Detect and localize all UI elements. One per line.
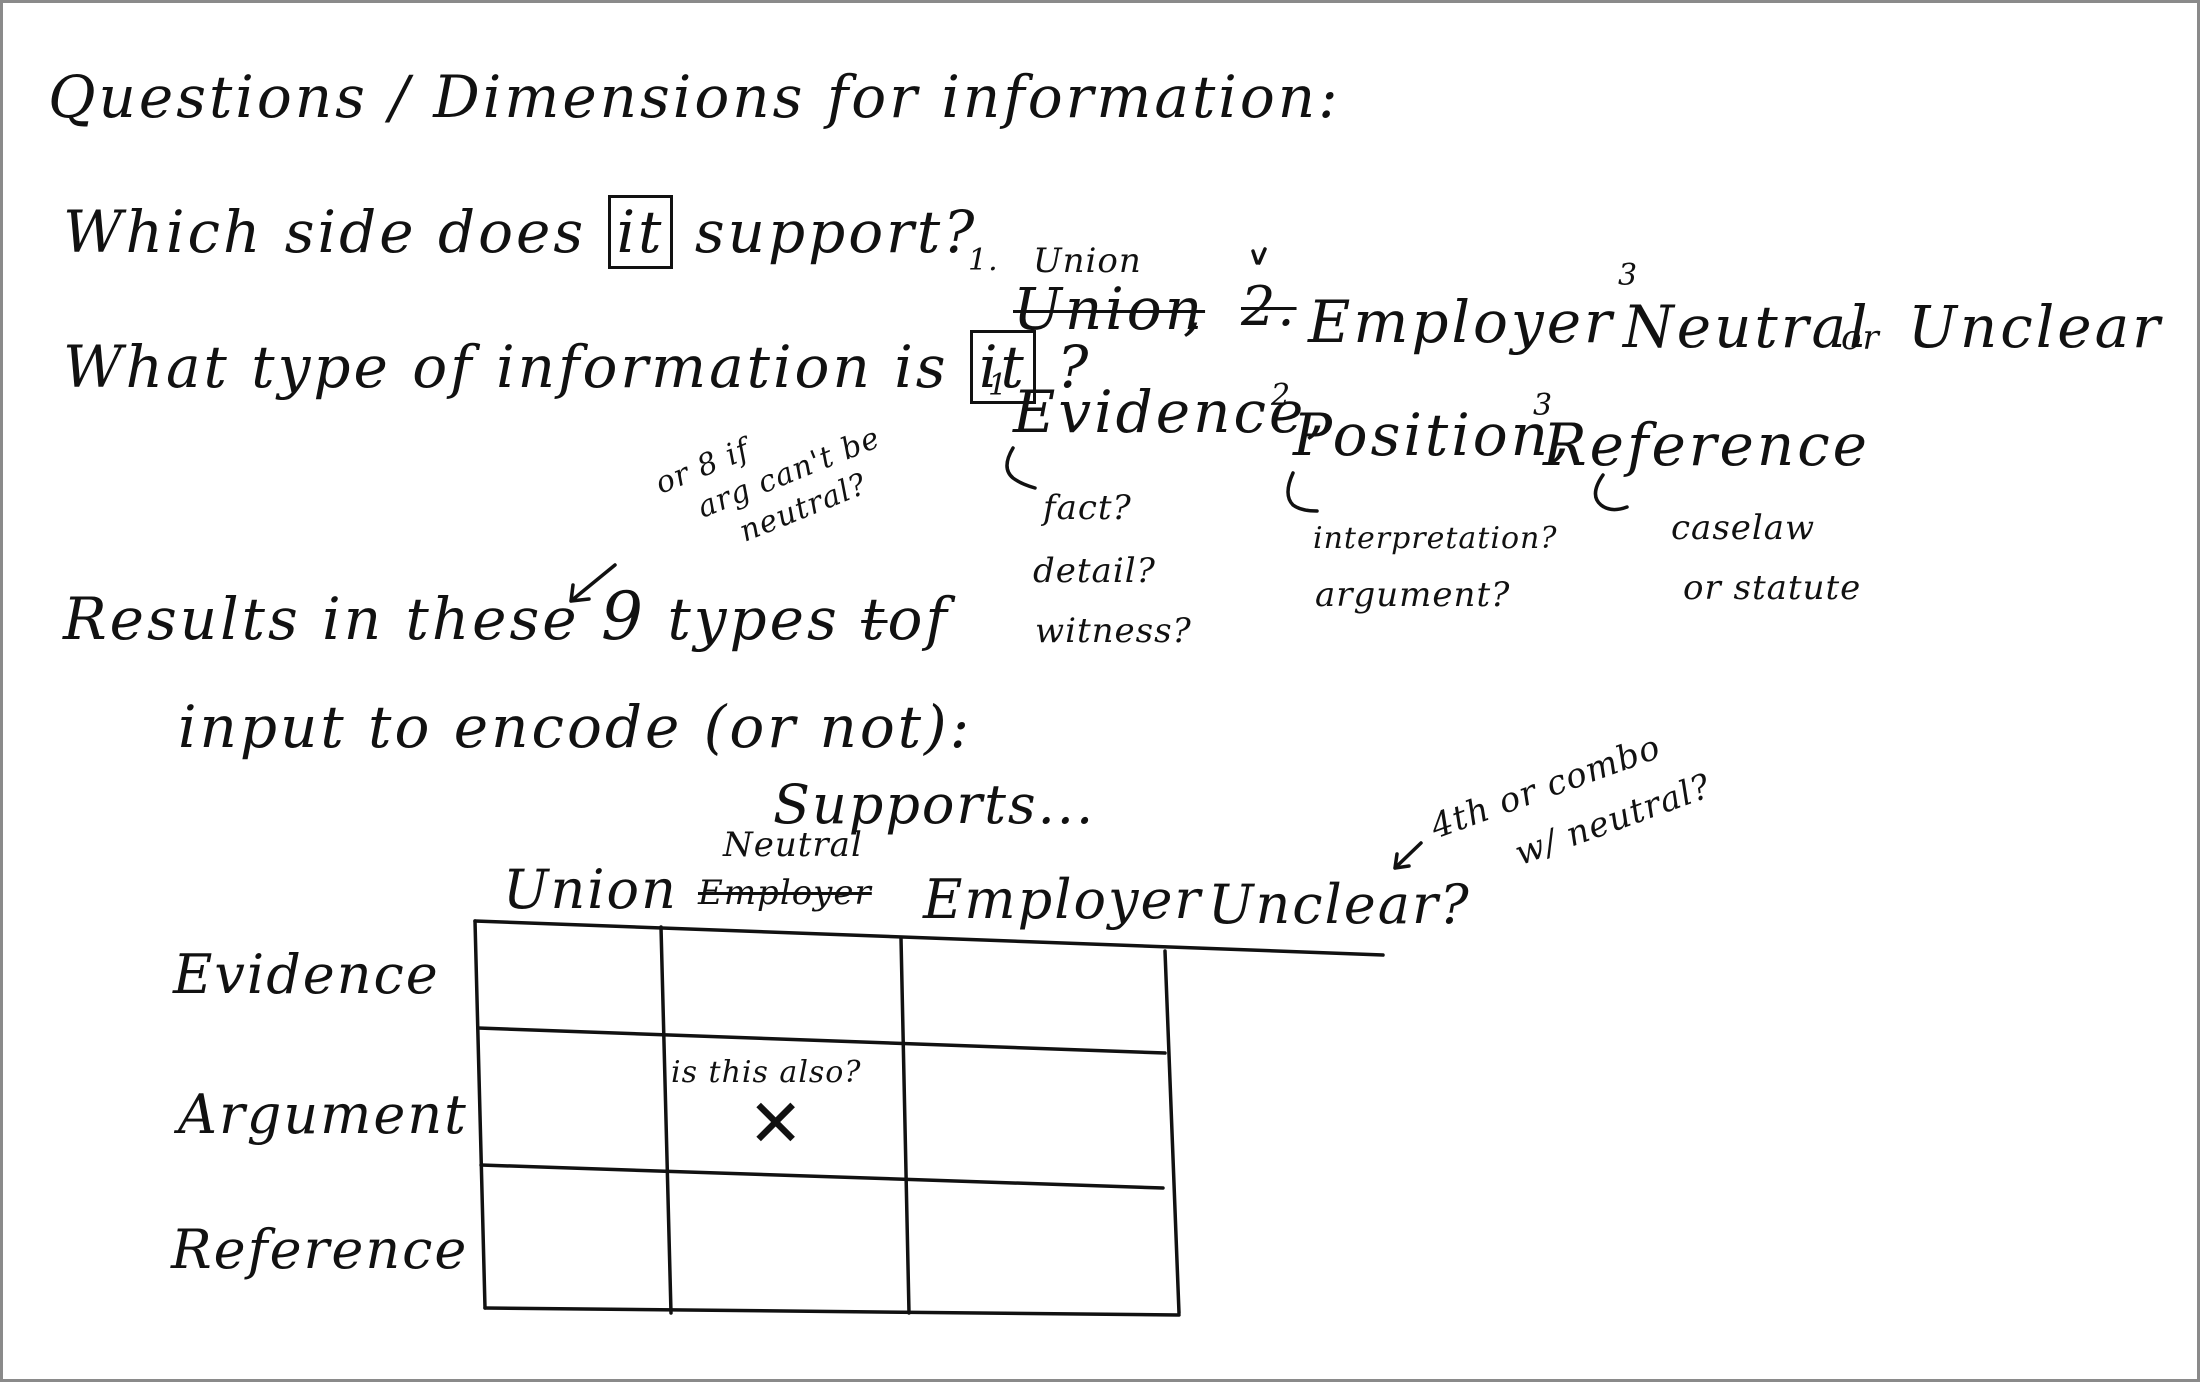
q2-suffix: ? [1057, 333, 1092, 401]
q2-prefix: What type of information is [63, 333, 949, 401]
nine-arrow [569, 563, 617, 603]
table-right-line [1163, 949, 1181, 1315]
table-col-line-2 [899, 936, 911, 1315]
cell-note-is-this-also: is this also? [671, 1055, 862, 1090]
table-left-line [473, 919, 487, 1310]
results-crossed-char: t [861, 585, 888, 653]
reference-note-caselaw: caselaw [1671, 508, 1816, 548]
evidence-arrow [1005, 446, 1037, 490]
column-header-unclear: Unclear? [1208, 873, 1471, 936]
results-text-c: of [887, 585, 950, 653]
q1-option-neutral: Neutral [1623, 293, 1871, 361]
q1-option-union-inserted: Union [1033, 241, 1142, 281]
results-text-a: Results in these [63, 585, 580, 653]
results-line-2: input to encode (or not): [178, 693, 973, 761]
reference-arrow [1593, 473, 1629, 512]
table-bottom-line [483, 1306, 1181, 1317]
position-note-argument: argument? [1315, 575, 1511, 615]
table-top-line [473, 919, 1385, 957]
position-note-interpretation: interpretation? [1313, 521, 1558, 556]
position-arrow [1286, 471, 1319, 513]
q2-number-3: 3 [1533, 388, 1554, 423]
q1-option-union-crossed: Union [1013, 275, 1206, 343]
evidence-note-fact: fact? [1043, 488, 1132, 528]
insert-caret [1251, 247, 1267, 265]
q1-number-1: 1. [968, 243, 999, 278]
row-label-evidence: Evidence [173, 943, 440, 1006]
column-header-employer: Employer [923, 868, 1203, 931]
q1-it-box: it [607, 195, 674, 269]
q1-comma: , [1183, 275, 1205, 343]
column-header-neutral-inserted: Neutral [723, 825, 863, 865]
evidence-note-witness: witness? [1035, 611, 1192, 651]
q1-or: or [1841, 318, 1880, 358]
q1-prefix: Which side does [63, 198, 587, 266]
q2-it-box: it [970, 330, 1036, 404]
table-row-line-2 [479, 1163, 1165, 1190]
page-title: Questions / Dimensions for information: [48, 63, 1341, 131]
cell-x-mark: ✕ [748, 1085, 804, 1162]
unclear-arrow [1393, 841, 1423, 870]
reference-note-statute: or statute [1683, 568, 1862, 608]
table-row-line-1 [476, 1026, 1167, 1055]
question-1: Which side does it support? [63, 195, 978, 269]
question-2: What type of information is it ? [63, 330, 1092, 404]
row-label-argument: Argument [178, 1083, 468, 1146]
results-nine: 9 [601, 578, 647, 655]
q1-suffix: support? [694, 198, 978, 266]
q1-option-employer: Employer [1308, 288, 1615, 356]
q2-number-2: 2 [1271, 378, 1292, 413]
q1-option-unclear: Unclear [1908, 293, 2163, 361]
ink-drawing [473, 247, 1629, 1317]
q2-option-position: Position, [1293, 401, 1573, 469]
q2-option-evidence: Evidence, [1013, 378, 1328, 446]
evidence-note-detail: detail? [1033, 551, 1156, 591]
supports-label: Supports... [773, 773, 1096, 836]
q1-number-3: 3 [1618, 258, 1639, 293]
column-header-union: Union [503, 858, 678, 921]
q2-option-reference: Reference [1543, 411, 1870, 479]
q2-number-1: 1 [988, 368, 1009, 403]
table-col-line-1 [659, 925, 673, 1315]
row-label-reference: Reference [171, 1218, 469, 1281]
results-text-b: types [667, 585, 840, 653]
column-header-employer-crossed: Employer [698, 873, 872, 913]
q1-number-2-crossed: 2. [1241, 275, 1297, 338]
results-line-1: Results in these 9 types tof [63, 578, 950, 655]
